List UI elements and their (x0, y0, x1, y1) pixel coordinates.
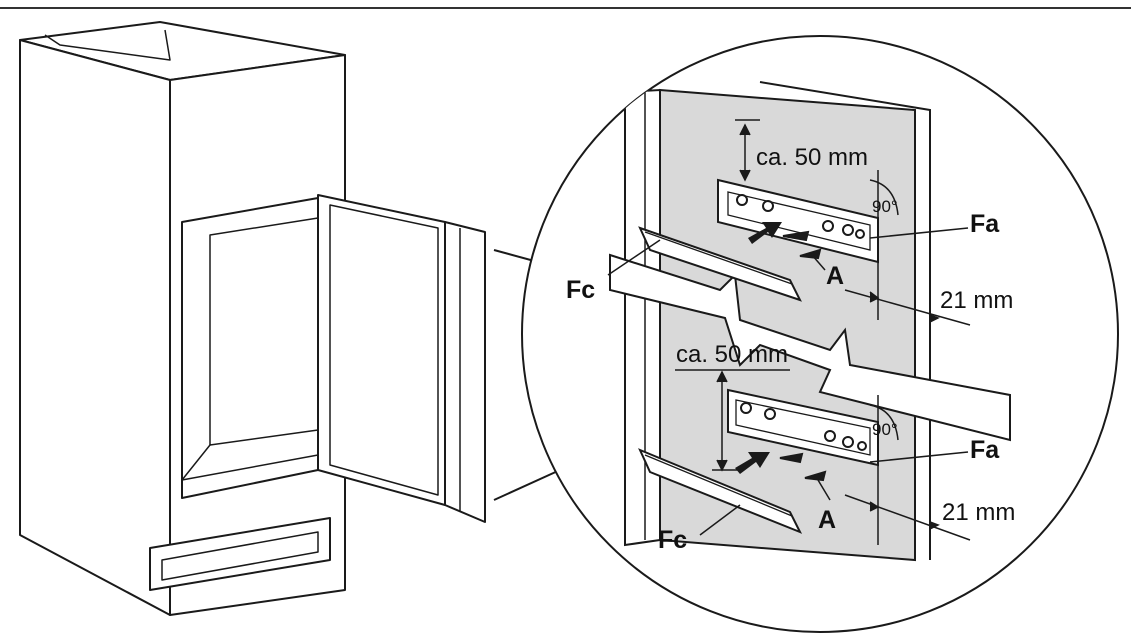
label-angle-bottom: 90° (872, 420, 898, 439)
leader-lines (607, 227, 969, 536)
label-fa-top: Fa (970, 210, 1000, 238)
label-fc-bottom: Fc (658, 526, 687, 554)
strip-fc-bottom (638, 448, 803, 534)
frame-strip (624, 88, 661, 547)
break-band (609, 253, 1011, 442)
label-dim-top: ca. 50 mm (756, 144, 868, 171)
insert-arrow-bottom (735, 452, 770, 474)
label-a-bottom: A (818, 506, 836, 534)
label-a-top: A (826, 262, 844, 290)
insert-arrow-top (748, 222, 782, 244)
interior-floor (181, 444, 319, 481)
label-angle-top: 90° (872, 197, 898, 216)
cabinet-rim (44, 29, 171, 61)
plinth-inner (161, 531, 319, 581)
strip-fc-top (638, 226, 802, 302)
appliance-interior (209, 217, 319, 446)
label-fa-bottom: Fa (970, 436, 1000, 464)
screws-a-bottom (779, 452, 827, 482)
furniture-door (444, 221, 486, 523)
label-fc-top: Fc (566, 276, 595, 304)
screws-a-top (782, 230, 822, 260)
label-dim-bottom: ca. 50 mm (676, 341, 788, 368)
label-depth-bottom: 21 mm (942, 499, 1015, 526)
cabinet-illustration (19, 21, 486, 616)
dimension-lines (675, 119, 971, 545)
detail-callout (521, 35, 1119, 633)
label-depth-top: 21 mm (940, 287, 1013, 314)
appliance-door (317, 194, 446, 506)
cabinet-side (19, 39, 171, 616)
door-panel-inner (329, 204, 439, 496)
